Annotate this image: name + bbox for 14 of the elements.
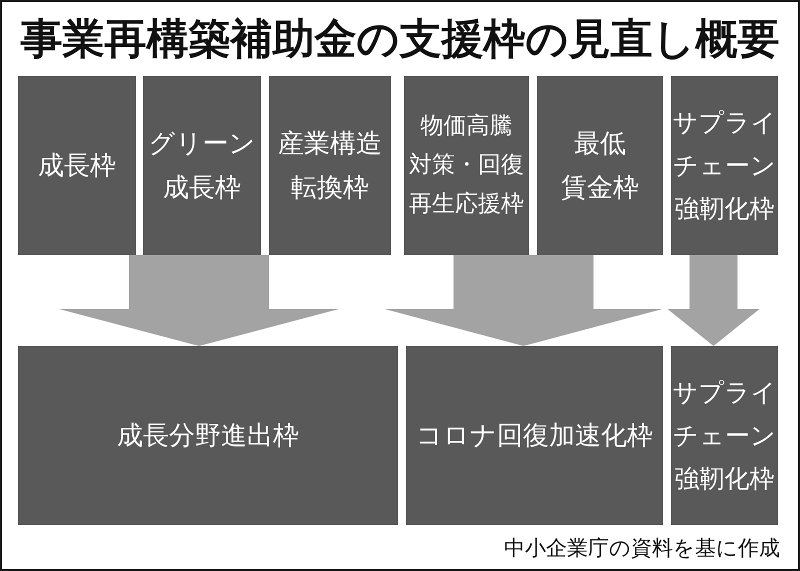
category-box: 物価高騰対策・回復再生応援枠	[404, 76, 529, 255]
title: 事業再構築補助金の支援枠の見直し概要	[20, 13, 780, 65]
category-box: サプライチェーン強靭化枠	[671, 76, 778, 255]
source-note: 中小企業庁の資料を基に作成	[504, 535, 780, 562]
category-box: サプライチェーン強靭化枠	[671, 346, 778, 525]
block-arrow	[668, 255, 760, 346]
category-box: 成長枠	[18, 76, 136, 255]
category-box: グリーン成長枠	[143, 76, 261, 255]
category-box: 産業構造転換枠	[269, 76, 391, 255]
block-arrow	[384, 255, 662, 346]
category-box: 最低賃金枠	[537, 76, 663, 255]
category-box: コロナ回復加速化枠	[406, 346, 663, 525]
block-arrow	[59, 255, 339, 346]
category-box: 成長分野進出枠	[18, 346, 398, 525]
